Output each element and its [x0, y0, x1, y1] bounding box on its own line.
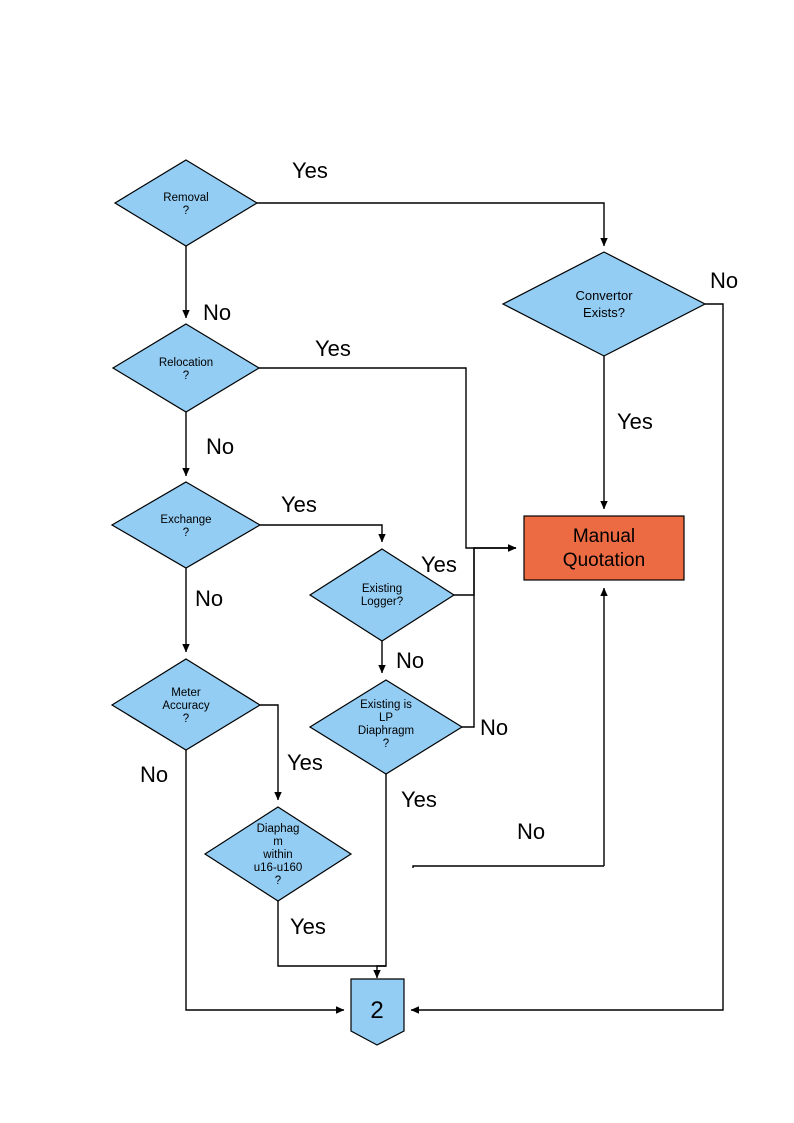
node-connector-2[interactable]: 2	[350, 978, 405, 1046]
label-relocation-yes: Yes	[315, 336, 351, 361]
node-removal-line2: ?	[183, 205, 189, 217]
node-manual-quotation[interactable]: Manual Quotation	[523, 515, 685, 581]
node-removal[interactable]: Removal ?	[113, 159, 259, 247]
node-existing-lp-line3: Diaphragm	[358, 725, 414, 737]
node-relocation-line2: ?	[183, 370, 189, 382]
flow-nodes: Removal ? Relocation ? Exchange ? Meter …	[110, 159, 707, 1046]
edge-removal-yes	[257, 202, 608, 247]
label-logger-no: No	[396, 648, 424, 673]
node-existing-lp-line1: Existing is	[360, 699, 412, 711]
node-removal-line1: Removal	[163, 192, 208, 204]
edge-accuracy-yes	[260, 704, 282, 801]
node-exchange[interactable]: Exchange ?	[110, 481, 262, 569]
label-logger-yes: Yes	[421, 552, 457, 577]
node-existing-lp-line4: ?	[383, 738, 389, 750]
edge-logger-yes	[454, 544, 517, 596]
label-convertor-no: No	[710, 268, 738, 293]
label-exchange-yes: Yes	[281, 492, 317, 517]
label-lp-no: No	[480, 715, 508, 740]
node-diaphagm-range[interactable]: Diaphag m within u16-u160 ?	[203, 806, 353, 902]
label-accuracy-yes: Yes	[287, 750, 323, 775]
node-relocation-line1: Relocation	[159, 357, 213, 369]
label-diaphagm-yes: Yes	[290, 914, 326, 939]
node-meter-accuracy-line2: Accuracy	[162, 700, 210, 712]
node-connector-2-label: 2	[370, 997, 383, 1024]
edge-lp-yes	[373, 774, 387, 979]
node-convertor-exists[interactable]: Convertor Exists?	[501, 251, 707, 357]
node-exchange-line1: Exchange	[160, 514, 211, 526]
edge-lp-no	[462, 548, 475, 728]
label-quotation-no: No	[517, 819, 545, 844]
edge-exchange-yes	[260, 524, 386, 543]
node-diaphagm-line1: Diaphag	[257, 823, 300, 835]
label-convertor-yes: Yes	[617, 409, 653, 434]
node-convertor-line1: Convertor	[575, 288, 633, 303]
node-meter-accuracy-line1: Meter	[171, 687, 201, 699]
node-meter-accuracy[interactable]: Meter Accuracy ?	[110, 658, 262, 751]
edge-label-group: Yes No Yes No Yes No No Yes Yes No No Ye…	[140, 158, 738, 939]
edge-relocation-yes	[259, 367, 517, 552]
label-accuracy-no: No	[140, 762, 168, 787]
label-removal-yes: Yes	[292, 158, 328, 183]
node-diaphagm-line5: ?	[275, 875, 281, 887]
node-existing-logger-line1: Existing	[362, 583, 402, 595]
node-relocation[interactable]: Relocation ?	[111, 323, 261, 413]
node-existing-logger[interactable]: Existing Logger?	[308, 548, 456, 642]
node-manual-quotation-line1: Manual	[573, 526, 635, 547]
node-exchange-line2: ?	[183, 527, 189, 539]
node-existing-logger-line2: Logger?	[361, 596, 403, 608]
node-meter-accuracy-line3: ?	[183, 713, 189, 725]
label-lp-yes: Yes	[401, 787, 437, 812]
label-removal-no: No	[203, 300, 231, 325]
connector-lines	[182, 202, 724, 1014]
node-diaphagm-line2: m	[273, 836, 283, 848]
edge-convertor-no	[410, 303, 724, 1014]
node-convertor-line2: Exists?	[583, 305, 625, 320]
node-diaphagm-line4: u16-u160	[254, 862, 303, 874]
node-diaphagm-line3: within	[262, 849, 292, 861]
label-relocation-no: No	[206, 434, 234, 459]
node-existing-lp-line2: LP	[379, 712, 393, 724]
edge-diaphagm-yes	[277, 901, 386, 967]
edge-accuracy-no	[185, 750, 345, 1014]
node-manual-quotation-line2: Quotation	[563, 550, 645, 571]
node-existing-lp-diaphragm[interactable]: Existing is LP Diaphragm ?	[308, 679, 464, 775]
label-exchange-no: No	[195, 586, 223, 611]
edge-quotation-no	[412, 865, 604, 868]
